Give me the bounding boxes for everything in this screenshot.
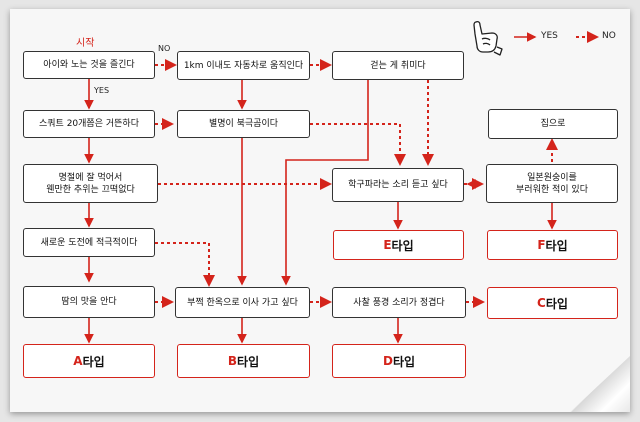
question-box: 별명이 북극곰이다 (177, 110, 310, 138)
question-box: 스쿼트 20개쯤은 거뜬하다 (23, 110, 155, 138)
no-branch-label: NO (158, 44, 171, 53)
question-box: 부쩍 한옥으로 이사 가고 싶다 (175, 287, 310, 318)
legend-swatches (514, 31, 599, 43)
arrow-q5-q8 (310, 123, 406, 166)
question-box: 명절에 잘 먹어서 웬만한 추위는 끄떡없다 (23, 164, 158, 203)
start-label: 시작 (76, 38, 95, 49)
result-suffix: 타입 (391, 238, 414, 253)
arrow-q10-q12 (155, 242, 215, 287)
result-letter: B (227, 354, 238, 368)
result-letter: A (73, 354, 83, 368)
question-box: 일본원숭이를 부러워한 적이 있다 (486, 164, 618, 203)
legend-no-label: NO (602, 31, 616, 41)
legend-yes-label: YES (541, 31, 558, 41)
question-box: 땀의 맛을 안다 (23, 286, 155, 318)
question-box: 아이와 노는 것을 즐긴다 (23, 51, 155, 79)
pointing-hand-icon (473, 20, 503, 56)
question-box: 걷는 게 취미다 (332, 51, 464, 80)
result-suffix: 타입 (82, 354, 105, 369)
yes-branch-label: YES (94, 86, 110, 95)
question-box: 사찰 풍경 소리가 정겹다 (332, 287, 466, 318)
result-letter: F (537, 238, 546, 252)
result-suffix: 타입 (545, 238, 568, 253)
question-box: 새로운 도전에 적극적이다 (23, 228, 155, 257)
question-box: 1km 이내도 자동차로 움직인다 (177, 51, 310, 80)
result-suffix: 타입 (392, 354, 416, 369)
result-suffix: 타입 (545, 296, 568, 311)
result-letter: E (383, 238, 392, 252)
result-suffix: 타입 (237, 354, 260, 369)
question-box: 학구파라는 소리 듣고 싶다 (332, 168, 464, 202)
question-box: 집으로 (488, 109, 618, 139)
arrow-q3-q12 (281, 80, 369, 286)
result-letter: C (537, 296, 546, 310)
result-letter: D (382, 354, 393, 368)
